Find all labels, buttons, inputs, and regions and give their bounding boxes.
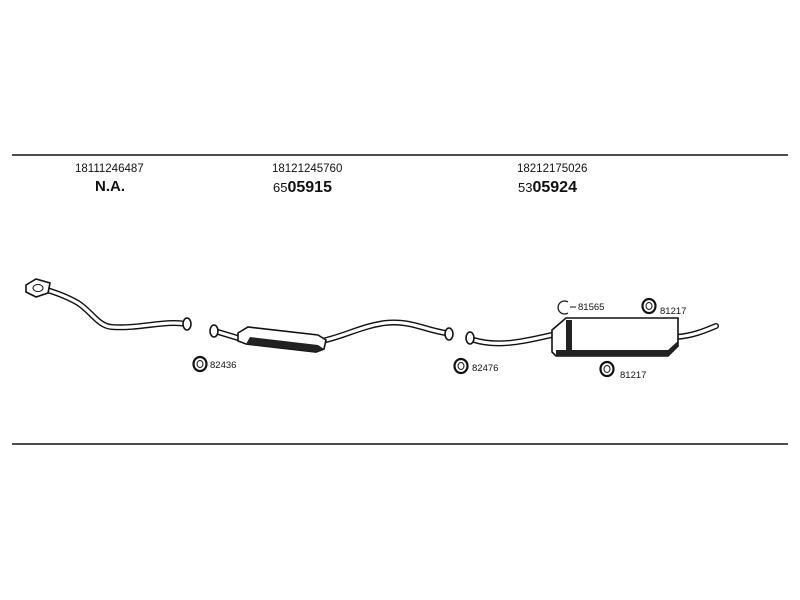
fitting-number: 82476 (472, 363, 498, 374)
front-pipe-drawing (25, 278, 192, 331)
part-code-prefix: 53 (518, 180, 532, 195)
section-middle-silencer-header: 18121245760 6505915 (272, 163, 342, 196)
rear-silencer-drawing (465, 317, 719, 357)
oe-number-middle-silencer: 18121245760 (272, 163, 342, 175)
fitting-number: 81217 (660, 306, 686, 317)
section-front-pipe-header: 18111246487 N.A. (75, 163, 144, 195)
middle-silencer-drawing (209, 319, 454, 353)
section-rear-silencer-header: 18212175026 5305924 (517, 163, 587, 196)
part-code-main: 05924 (532, 179, 577, 196)
middle-silencer-outlet-flange-icon (444, 327, 454, 341)
fitting-number: 81565 (578, 302, 604, 313)
part-code-middle-silencer: 6505915 (273, 179, 332, 196)
fitting-81217-lower: 81217 (599, 360, 646, 381)
middle-silencer-inlet-flange-icon (209, 324, 219, 338)
part-code-rear-silencer: 5305924 (518, 179, 577, 196)
front-pipe-end-flange-icon (182, 317, 192, 331)
fitting-number: 81217 (620, 370, 646, 381)
rear-silencer-inlet-flange-icon (465, 331, 475, 345)
part-code-front-pipe: N.A. (95, 178, 125, 195)
fitting-number: 82436 (210, 360, 236, 371)
fitting-82436: 82436 (192, 355, 236, 373)
oe-number-rear-silencer: 18212175026 (517, 163, 587, 175)
part-code-prefix: 65 (273, 180, 287, 195)
part-code-main: 05915 (287, 179, 332, 196)
clamp-icon (557, 300, 569, 315)
fitting-81217-upper: 81217 (641, 297, 686, 317)
fitting-81565: 81565 (557, 300, 604, 315)
oe-number-front-pipe: 18111246487 (75, 163, 144, 175)
fitting-82476: 82476 (453, 357, 498, 375)
